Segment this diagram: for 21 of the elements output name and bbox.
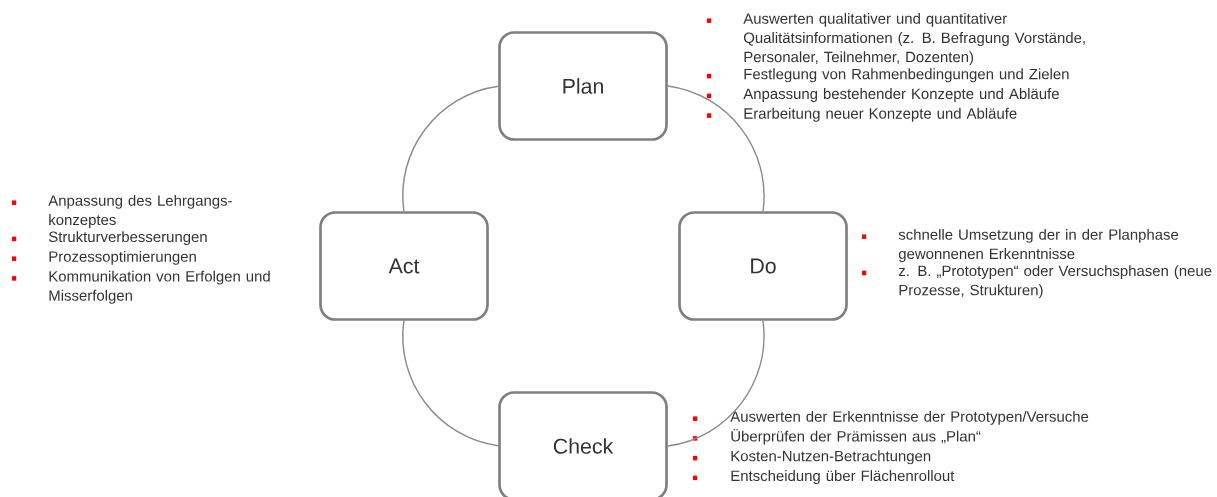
bullet-item: Anpassung des Lehrgangs- konzeptes — [12, 194, 232, 228]
bullet-item: Strukturverbesserungen — [12, 231, 207, 246]
stage-box: Act — [319, 211, 489, 321]
cycle-arc — [402, 85, 499, 212]
bullet-item: Prozessoptimierungen — [12, 250, 196, 265]
cycle-arc — [667, 320, 765, 447]
bullet-item: Kommunikation von Erfolgen und Misserfolgen — [12, 270, 270, 304]
bullet-item: Anpassung bestehender Konzepte und Abläufe — [707, 88, 1059, 102]
stage-box: Check — [498, 391, 668, 497]
bullet-item: Erarbeitung neuer Konzepte und Abläufe — [707, 107, 1017, 122]
cycle-arc — [402, 320, 499, 447]
bullet-item: Kosten-Nutzen-Betrachtungen — [693, 450, 931, 465]
bullet-item: z. B. „Prototypen“ oder Versuchsphasen (neue Prozesse, Strukturen) — [862, 265, 1212, 299]
bullet-item: Auswerten qualitativer und quantitativer Qualitätsinformationen (z. B. Befragung Vorstände, Personaler, Teilnehmer, Dozenten) — [707, 12, 1085, 66]
bullet-item: Festlegung von Rahmenbedingungen und Zielen — [707, 68, 1069, 83]
bullet-item: Auswerten der Erkenntnisse der Prototypen/Versuche — [693, 410, 1089, 425]
cycle-arc — [667, 85, 765, 212]
bullet-item: Überprüfen der Prämissen aus „Plan“ — [693, 428, 981, 445]
bullet-item: Entscheidung über Flächenrollout — [693, 470, 955, 484]
stage-box: Plan — [498, 31, 668, 141]
stage-box: Do — [678, 211, 848, 321]
